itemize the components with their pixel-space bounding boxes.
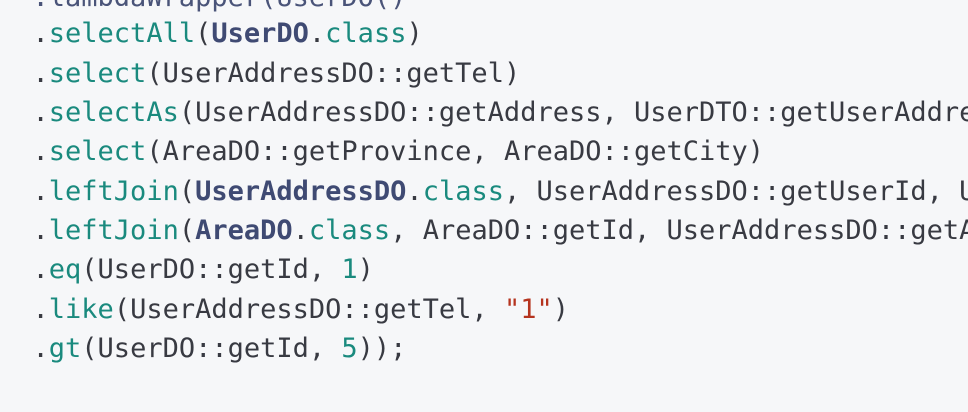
code-token-plain: .	[0, 18, 49, 49]
code-token-plain: (UserAddressDO::getAddress, UserDTO::get…	[178, 97, 968, 128]
code-token-plain: .	[0, 136, 49, 167]
code-token-plain: )	[406, 18, 423, 49]
code-token-plain: (	[178, 215, 196, 246]
code-token-plain: .	[0, 294, 49, 325]
code-token-plain: .	[406, 176, 423, 207]
code-line-6: .leftJoin(AreaDO.class, AreaDO::getId, U…	[0, 211, 968, 251]
code-line-0: .lambdaWrapper(UserDO()	[0, 0, 407, 18]
code-line-1: .selectAll(UserDO.class)	[0, 14, 423, 54]
code-token-method: selectAs	[48, 97, 179, 128]
code-token-method: leftJoin	[48, 215, 179, 246]
code-token-class: UserDO	[211, 18, 309, 49]
code-token-plain: (UserDO::getId,	[81, 254, 342, 285]
code-token-plain: .	[0, 176, 49, 207]
code-token-method: like	[48, 294, 114, 325]
code-token-plain: .	[0, 97, 49, 128]
code-token-method: leftJoin	[48, 176, 179, 207]
code-token-str: "1"	[503, 294, 553, 325]
code-token-plain: .	[0, 58, 49, 89]
code-line-8: .like(UserAddressDO::getTel, "1")	[0, 290, 570, 330]
code-token-plain: (	[178, 176, 196, 207]
code-token-kw: class	[308, 215, 391, 246]
code-token-num: 1	[341, 254, 358, 285]
code-token-plain: .	[0, 333, 49, 364]
code-token-method: select	[48, 58, 147, 89]
code-line-5: .leftJoin(UserAddressDO.class, UserAddre…	[0, 172, 968, 212]
code-token-plain: .	[292, 215, 309, 246]
code-token-plain: )	[357, 254, 374, 285]
code-token-plain: (	[195, 18, 212, 49]
code-token-method: selectAll	[48, 18, 196, 49]
code-token-class: AreaDO	[195, 215, 293, 246]
code-line-7: .eq(UserDO::getId, 1)	[0, 250, 374, 290]
code-token-method: eq	[48, 254, 82, 285]
code-line-9: .gt(UserDO::getId, 5));	[0, 329, 407, 369]
code-token-plain: .	[0, 254, 49, 285]
code-token-plain: (UserAddressDO::getTel,	[113, 294, 504, 325]
code-token-method: gt	[48, 333, 82, 364]
code-token-plain: .lambdaWrapper(UserDO()	[0, 0, 407, 13]
code-token-kw: class	[422, 176, 504, 207]
code-token-plain: (AreaDO::getProvince, AreaDO::getCity)	[146, 136, 765, 167]
code-token-plain: , AreaDO::getId, UserAddressDO::getA	[390, 215, 968, 246]
code-line-4: .select(AreaDO::getProvince, AreaDO::get…	[0, 132, 765, 172]
code-token-method: select	[48, 136, 147, 167]
code-token-plain: (UserAddressDO::getTel)	[146, 58, 521, 89]
code-token-kw: class	[325, 18, 407, 49]
code-token-num: 5	[341, 333, 358, 364]
code-token-plain: .	[308, 18, 326, 49]
code-token-plain: ));	[357, 333, 407, 364]
code-line-2: .select(UserAddressDO::getTel)	[0, 54, 521, 94]
code-token-plain: , UserAddressDO::getUserId, U	[503, 176, 968, 207]
code-line-3: .selectAs(UserAddressDO::getAddress, Use…	[0, 93, 968, 133]
code-token-class: UserAddressDO	[195, 176, 407, 207]
code-token-plain: )	[552, 294, 569, 325]
code-token-plain: (UserDO::getId,	[81, 333, 342, 364]
code-token-plain: .	[0, 215, 49, 246]
